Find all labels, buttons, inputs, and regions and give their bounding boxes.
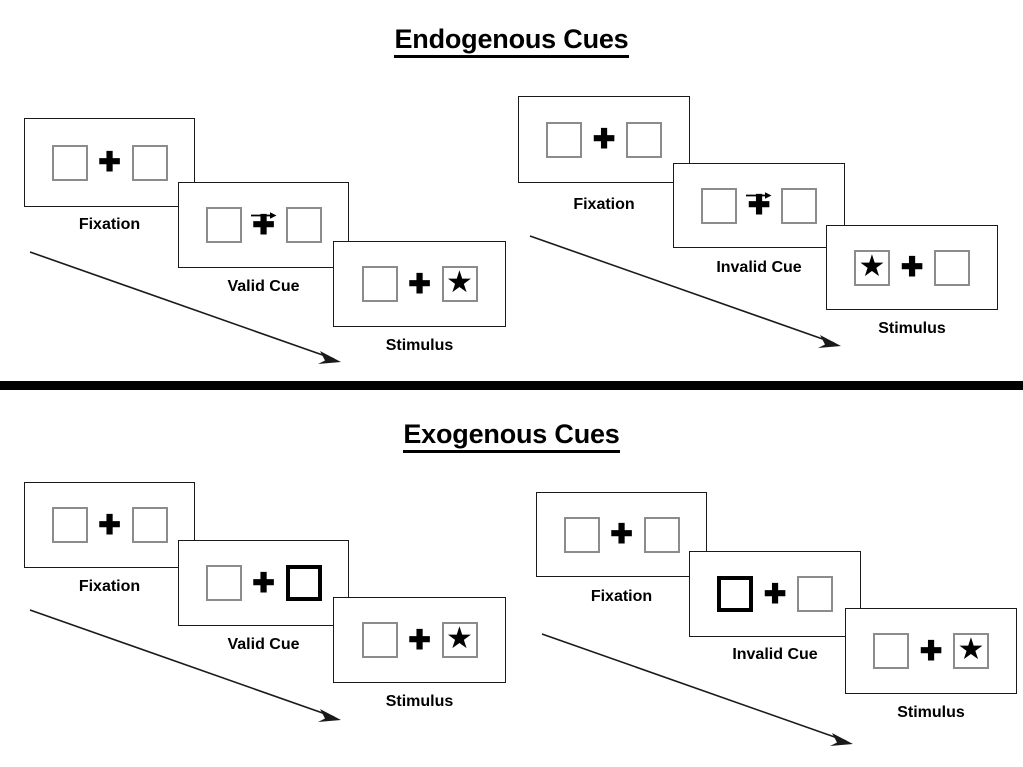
frame-caption: Invalid Cue [716, 259, 802, 276]
section-title-endogenous-text: Endogenous Cues [394, 24, 629, 58]
target-star-icon: ★ [446, 266, 473, 299]
frame-caption: Invalid Cue [732, 646, 818, 663]
section-divider [0, 381, 1023, 390]
frame-content: ✚ [179, 183, 348, 267]
center-slot: ✚ [88, 149, 132, 176]
frame-content: ✚ [519, 97, 689, 182]
right-box [643, 516, 680, 553]
center-slot: ✚ [398, 624, 442, 655]
frame-content: ✚ [25, 483, 194, 567]
section-title-endogenous: Endogenous Cues [0, 24, 1023, 58]
frame-fixation[interactable]: ✚ [24, 118, 195, 207]
frame-caption: Fixation [78, 578, 141, 595]
center-slot: ✚ [242, 567, 286, 598]
fixation-cross-icon: ✚ [408, 624, 431, 655]
right-box [626, 121, 662, 158]
frame-content: ✚ ★ [334, 598, 505, 682]
fixation-cross-icon: ✚ [98, 509, 121, 540]
frame-content: ✚ ★ [846, 609, 1016, 693]
frame-cue[interactable]: ✚ [689, 551, 861, 637]
left-box [51, 507, 88, 543]
frame-caption: Fixation [590, 588, 653, 605]
center-slot: ✚ [242, 209, 286, 240]
right-box: ★ [441, 622, 478, 658]
frame-content: ✚ [25, 119, 194, 206]
target-star-icon: ★ [858, 249, 886, 283]
left-box [361, 622, 398, 658]
left-box [205, 565, 242, 601]
left-box-cued [717, 576, 753, 612]
center-slot: ✚ [909, 635, 953, 666]
frame-caption: Valid Cue [227, 278, 300, 295]
frame-cue[interactable]: ✚ [178, 540, 349, 626]
target-star-icon: ★ [957, 633, 985, 666]
frame-caption: Stimulus [385, 693, 454, 710]
right-box [131, 144, 168, 181]
center-slot: ✚ [753, 578, 797, 609]
center-slot: ✚ [600, 521, 644, 548]
frame-caption: Fixation [573, 196, 635, 213]
right-box [285, 207, 322, 243]
fixation-cross-icon: ✚ [98, 147, 121, 177]
fixation-cross-icon: ✚ [610, 519, 633, 549]
right-box [131, 507, 168, 543]
frame-content: ✚ ★ [334, 242, 505, 326]
left-box [361, 266, 398, 302]
left-box [873, 633, 909, 669]
frame-content: ✚ [537, 493, 706, 576]
frame-content: ✚ [179, 541, 348, 625]
frame-stimulus[interactable]: ✚ ★ [333, 241, 506, 327]
left-box [701, 187, 737, 224]
left-box [51, 144, 88, 181]
frame-fixation[interactable]: ✚ [536, 492, 707, 577]
fixation-cross-icon: ✚ [252, 567, 275, 598]
left-box [563, 516, 600, 553]
fixation-cross-icon: ✚ [252, 209, 275, 240]
frame-stimulus[interactable]: ★ ✚ [826, 225, 998, 310]
frame-content: ★ ✚ [827, 226, 997, 309]
fixation-cross-icon: ✚ [900, 252, 924, 282]
left-box [205, 207, 242, 243]
left-box: ★ [854, 249, 890, 286]
fixation-cross-icon: ✚ [408, 268, 431, 299]
frame-caption: Stimulus [385, 337, 454, 354]
center-slot: ✚ [398, 268, 442, 299]
center-slot: ✚ [737, 192, 781, 219]
frame-fixation[interactable]: ✚ [24, 482, 195, 568]
right-box [797, 576, 833, 612]
fixation-cross-icon: ✚ [592, 124, 616, 154]
frame-cue[interactable]: ✚ [178, 182, 349, 268]
right-box: ★ [441, 266, 478, 302]
fixation-cross-icon: ✚ [763, 578, 787, 609]
target-star-icon: ★ [446, 622, 473, 655]
cue-arrow-right-icon [746, 192, 772, 199]
frame-stimulus[interactable]: ✚ ★ [845, 608, 1017, 694]
section-exogenous: Exogenous Cues ✚ Fixation ✚ Va [0, 392, 1023, 767]
frame-caption: Stimulus [897, 704, 965, 721]
fixation-cross-icon: ✚ [919, 635, 943, 666]
center-slot: ✚ [88, 509, 132, 540]
fixation-cross-icon: ✚ [747, 190, 771, 220]
frame-cue[interactable]: ✚ [673, 163, 845, 248]
section-title-exogenous: Exogenous Cues [0, 419, 1023, 453]
frame-caption: Valid Cue [227, 636, 300, 653]
section-title-exogenous-text: Exogenous Cues [403, 419, 620, 453]
frame-stimulus[interactable]: ✚ ★ [333, 597, 506, 683]
center-slot: ✚ [890, 254, 934, 281]
cue-arrow-right-icon [250, 211, 276, 219]
section-endogenous: Endogenous Cues ✚ Fixation [0, 0, 1023, 383]
center-slot: ✚ [582, 126, 626, 153]
frame-fixation[interactable]: ✚ [518, 96, 690, 183]
right-box [934, 249, 970, 286]
right-box: ★ [953, 633, 989, 669]
frame-caption: Fixation [78, 216, 141, 233]
time-flow-arrow [529, 235, 841, 348]
frame-caption: Stimulus [878, 320, 946, 337]
frame-content: ✚ [674, 164, 844, 247]
right-box-cued [285, 565, 322, 601]
right-box [781, 187, 817, 224]
frame-content: ✚ [690, 552, 860, 636]
left-box [546, 121, 582, 158]
